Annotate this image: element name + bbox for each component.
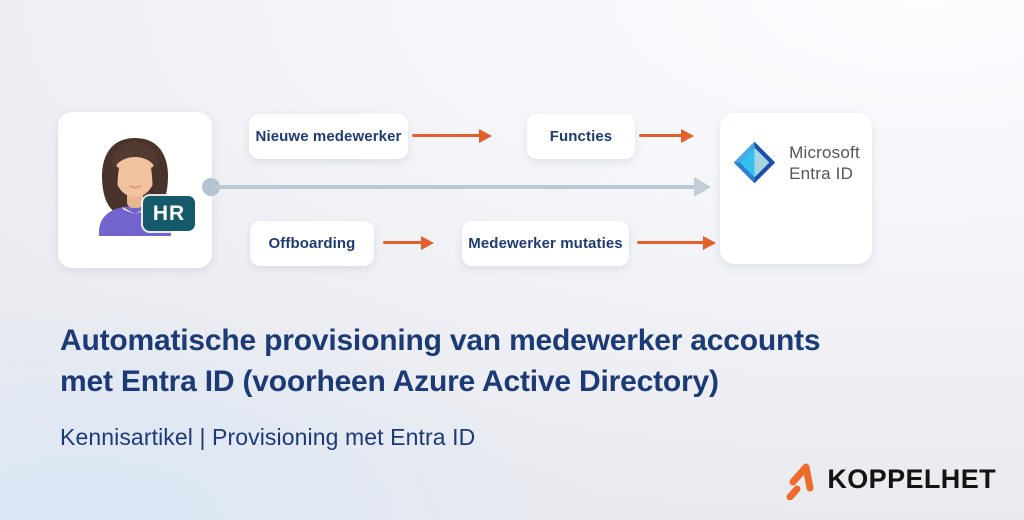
hr-card: HR — [58, 112, 212, 268]
entra-id-label: Microsoft Entra ID — [789, 142, 860, 184]
entra-id-card: Microsoft Entra ID — [720, 113, 872, 264]
title-line2: met Entra ID (voorheen Azure Active Dire… — [60, 365, 719, 398]
flow-arrow-icon — [383, 236, 434, 250]
microsoft-entra-id-logo-icon — [733, 141, 776, 184]
flow-box-label: Nieuwe medewerker — [255, 128, 402, 145]
title-line1: Automatische provisioning van medewerker… — [60, 324, 821, 357]
flow-arrow-icon — [412, 129, 492, 143]
flow-box-offboarding: Offboarding — [250, 221, 374, 266]
koppelhet-logo-icon — [786, 463, 814, 500]
flow-box-medewerker-mutaties: Medewerker mutaties — [462, 221, 629, 266]
flow-box-label: Functies — [549, 128, 613, 145]
flow-box-label: Medewerker mutaties — [468, 235, 623, 252]
flow-box-nieuwe-medewerker: Nieuwe medewerker — [249, 114, 408, 159]
connector-line — [211, 185, 696, 189]
hr-badge-label: HR — [152, 201, 186, 225]
koppelhet-logo-text: KOPPELHET — [827, 463, 996, 494]
page-subtitle: Kennisartikel | Provisioning met Entra I… — [60, 424, 476, 450]
entra-name-line2: Entra ID — [789, 163, 854, 183]
koppelhet-brand: KOPPELHET — [785, 458, 996, 500]
entra-name-line1: Microsoft — [789, 142, 860, 162]
hr-badge: HR — [143, 196, 195, 231]
connector-arrowhead-icon — [694, 177, 711, 197]
flow-arrow-icon — [639, 129, 694, 143]
flow-box-functies: Functies — [527, 114, 635, 159]
flow-arrow-icon — [637, 236, 716, 250]
flow-box-label: Offboarding — [268, 235, 356, 252]
page-title: Automatische provisioning van medewerker… — [60, 320, 821, 402]
hr-person-avatar-icon — [99, 138, 171, 236]
